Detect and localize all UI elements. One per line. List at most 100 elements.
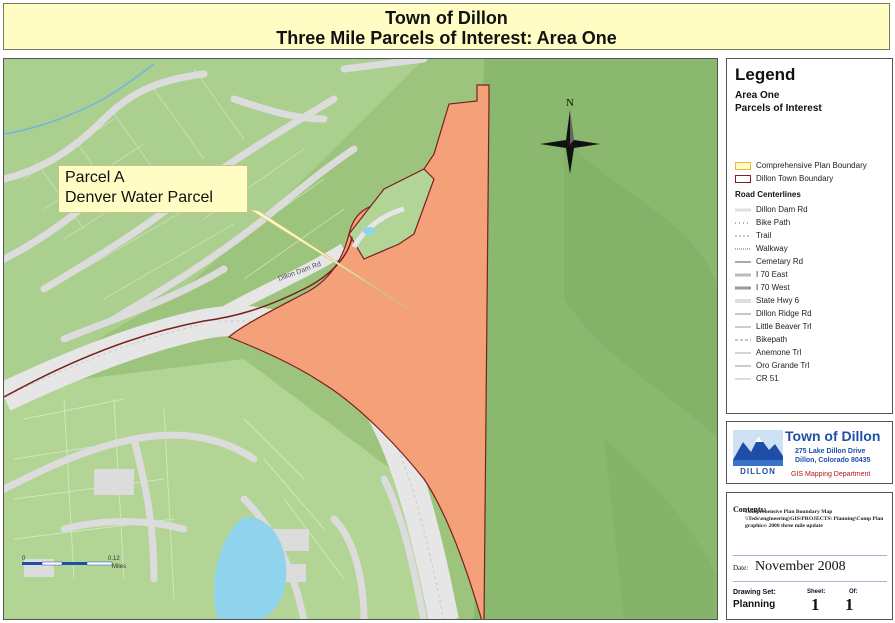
developed-south xyxy=(4,359,444,619)
legend-road-item: I 70 West xyxy=(735,281,884,294)
north-label: N xyxy=(566,97,574,109)
legend-label: Dillon Ridge Rd xyxy=(756,309,812,318)
contents-label: Contents: xyxy=(733,505,767,514)
legend-label: CR 51 xyxy=(756,374,779,383)
legend-subtitle-1: Area One xyxy=(735,90,780,101)
scale-bar: 0 0.12 Miles xyxy=(22,556,126,570)
pocket-road xyxy=(351,206,405,249)
town-logo-icon xyxy=(733,430,783,466)
legend-road-item: Bikepath xyxy=(735,333,884,346)
logo-address-1: 275 Lake Dillon Drive xyxy=(795,448,866,455)
date-label: Date: xyxy=(733,564,749,572)
legend-road-item: Bike Path xyxy=(735,216,884,229)
parcel-grid-south xyxy=(13,398,345,600)
info-separator xyxy=(733,555,887,556)
road-swatch xyxy=(735,208,751,211)
callout-subtitle: Denver Water Parcel xyxy=(65,189,213,206)
road-swatch xyxy=(735,312,751,315)
road-swatch xyxy=(735,339,751,340)
road-swatch xyxy=(735,260,751,263)
legend-road-item: I 70 East xyxy=(735,268,884,281)
road-swatch xyxy=(735,286,751,289)
date-value: November 2008 xyxy=(755,559,846,574)
logo-block: DILLON Town of Dillon 275 Lake Dillon Dr… xyxy=(726,421,893,484)
of-value: 1 xyxy=(845,595,854,614)
legend-label: Bike Path xyxy=(756,218,791,227)
town-boundary-line xyxy=(4,236,353,398)
legend-label: Bikepath xyxy=(756,335,788,344)
legend-item-town-boundary: Dillon Town Boundary xyxy=(735,172,884,185)
info-separator xyxy=(733,581,887,582)
sheet-label: Sheet: xyxy=(807,589,826,595)
map-canvas[interactable]: Dillon Dam Rd xyxy=(3,58,718,620)
legend-panel: Legend Area One Parcels of Interest Comp… xyxy=(726,58,893,414)
lake xyxy=(213,517,287,619)
legend-label: Trail xyxy=(756,231,772,240)
legend-road-item: Trail xyxy=(735,229,884,242)
map-svg: Dillon Dam Rd xyxy=(4,59,717,620)
drawing-set-value: Planning xyxy=(733,599,776,610)
map-title-bar: Town of Dillon Three Mile Parcels of Int… xyxy=(3,3,890,50)
legend-road-item: Little Beaver Trl xyxy=(735,320,884,333)
legend-label: I 70 East xyxy=(756,270,788,279)
road-swatch xyxy=(735,378,751,379)
legend-label: Anemone Trl xyxy=(756,348,802,357)
road-swatch xyxy=(735,298,751,303)
parcel-a[interactable] xyxy=(227,84,490,620)
logo-town-name: Town of Dillon xyxy=(785,428,881,444)
logo-address-2: Dillon, Colorado 80435 xyxy=(795,457,871,464)
legend-label: Dillon Town Boundary xyxy=(756,174,834,183)
sheet-value: 1 xyxy=(811,595,820,614)
callout-leader xyxy=(248,208,410,310)
comp-plan-swatch xyxy=(735,161,751,170)
legend-road-item: Dillon Dam Rd xyxy=(735,203,884,216)
legend-road-item: Anemone Trl xyxy=(735,346,884,359)
legend-subtitle-2: Parcels of Interest xyxy=(735,103,822,114)
legend-road-heading: Road Centerlines xyxy=(735,190,801,199)
pond xyxy=(363,227,375,235)
legend-label: Little Beaver Trl xyxy=(756,322,812,331)
road-network-north xyxy=(4,59,428,343)
info-block: Contents: Comprehensive Plan Boundary Ma… xyxy=(726,492,893,620)
map-subtitle: Three Mile Parcels of Interest: Area One xyxy=(276,28,617,48)
logo-wordmark: DILLON xyxy=(740,467,776,476)
legend-label: Walkway xyxy=(756,244,788,253)
legend-label: Oro Grande Trl xyxy=(756,361,810,370)
legend-road-item: CR 51 xyxy=(735,372,884,385)
north-arrow-icon: N xyxy=(540,97,600,174)
legend-label: Cemetary Rd xyxy=(756,257,804,266)
scale-end: 0.12 xyxy=(108,556,120,562)
legend-title: Legend xyxy=(735,65,796,84)
terrain-ridge xyxy=(564,139,717,438)
terrain-east xyxy=(474,59,717,619)
road-swatch xyxy=(735,365,751,366)
legend-label: Dillon Dam Rd xyxy=(756,205,808,214)
legend-label: I 70 West xyxy=(756,283,790,292)
terrain-slope xyxy=(604,439,717,619)
parcel-callout: Parcel A Denver Water Parcel xyxy=(58,165,248,213)
legend-item-comp-plan: Comprehensive Plan Boundary xyxy=(735,159,884,172)
logo-department: GIS Mapping Department xyxy=(791,471,871,478)
road-swatch xyxy=(735,352,751,353)
road-swatch xyxy=(735,235,751,236)
legend-label: State Hwy 6 xyxy=(756,296,800,305)
legend-road-item: Walkway xyxy=(735,242,884,255)
road-swatch xyxy=(735,222,751,223)
legend-road-item: Dillon Ridge Rd xyxy=(735,307,884,320)
developed-north xyxy=(4,59,424,389)
map-title: Town of Dillon xyxy=(385,8,508,28)
drawing-set-label: Drawing Set: xyxy=(733,589,776,596)
of-label: Of: xyxy=(849,589,858,595)
legend-road-item: Oro Grande Trl xyxy=(735,359,884,372)
road-swatch xyxy=(735,273,751,276)
creek xyxy=(4,63,155,135)
contents-text: Comprehensive Plan Boundary Map \\Teds\e… xyxy=(745,509,884,529)
town-boundary-swatch xyxy=(735,174,751,183)
road-swatch xyxy=(735,247,751,250)
legend-road-item: State Hwy 6 xyxy=(735,294,884,307)
callout-title: Parcel A xyxy=(65,169,125,186)
scale-start: 0 xyxy=(22,556,26,562)
road-swatch xyxy=(735,325,751,328)
legend-label: Comprehensive Plan Boundary xyxy=(756,161,867,170)
